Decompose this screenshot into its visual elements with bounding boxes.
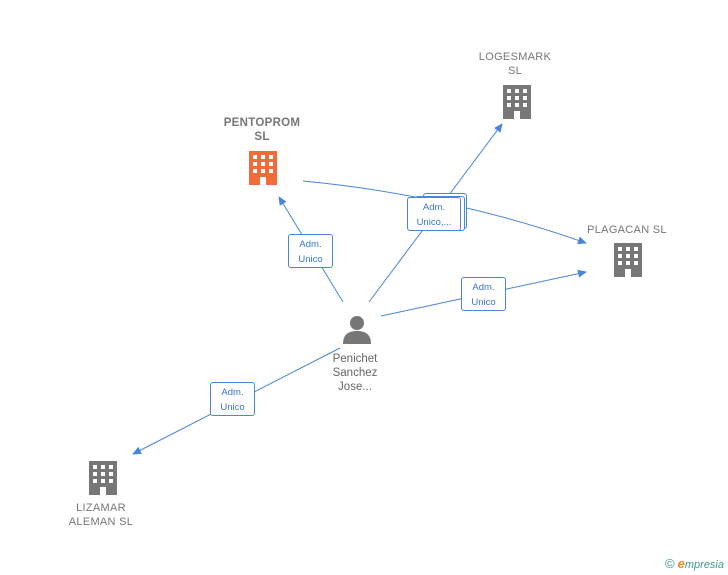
company-label-lizamar[interactable]: LIZAMAR ALEMAN SL bbox=[68, 502, 134, 528]
company-label-pentoprom[interactable]: PENTOPROM SL bbox=[223, 117, 301, 143]
edge-label-adm-unico: Adm. Unico bbox=[288, 234, 333, 268]
empresia-logo: ©empresia bbox=[665, 556, 724, 571]
company-label-plagacan[interactable]: PLAGACAN SL bbox=[587, 224, 667, 236]
person-label[interactable]: Penichet Sanchez Jose... bbox=[332, 353, 378, 393]
edge-label-adm-unico: Adm. Unico bbox=[461, 277, 506, 311]
building-icon bbox=[249, 151, 277, 185]
building-icon bbox=[89, 461, 117, 495]
person-icon bbox=[343, 316, 371, 344]
company-label-logesmark[interactable]: LOGESMARK SL bbox=[478, 51, 552, 77]
brand-name: mpresia bbox=[684, 559, 724, 571]
building-icon bbox=[503, 85, 531, 119]
edge-label-adm-unico: Adm. Unico bbox=[210, 382, 255, 416]
building-icon bbox=[614, 243, 642, 277]
edge-label-adm-unico-multi: Adm. Unico,... bbox=[407, 197, 461, 231]
copyright-symbol: © bbox=[665, 556, 675, 571]
brand-initial: e bbox=[677, 556, 685, 571]
